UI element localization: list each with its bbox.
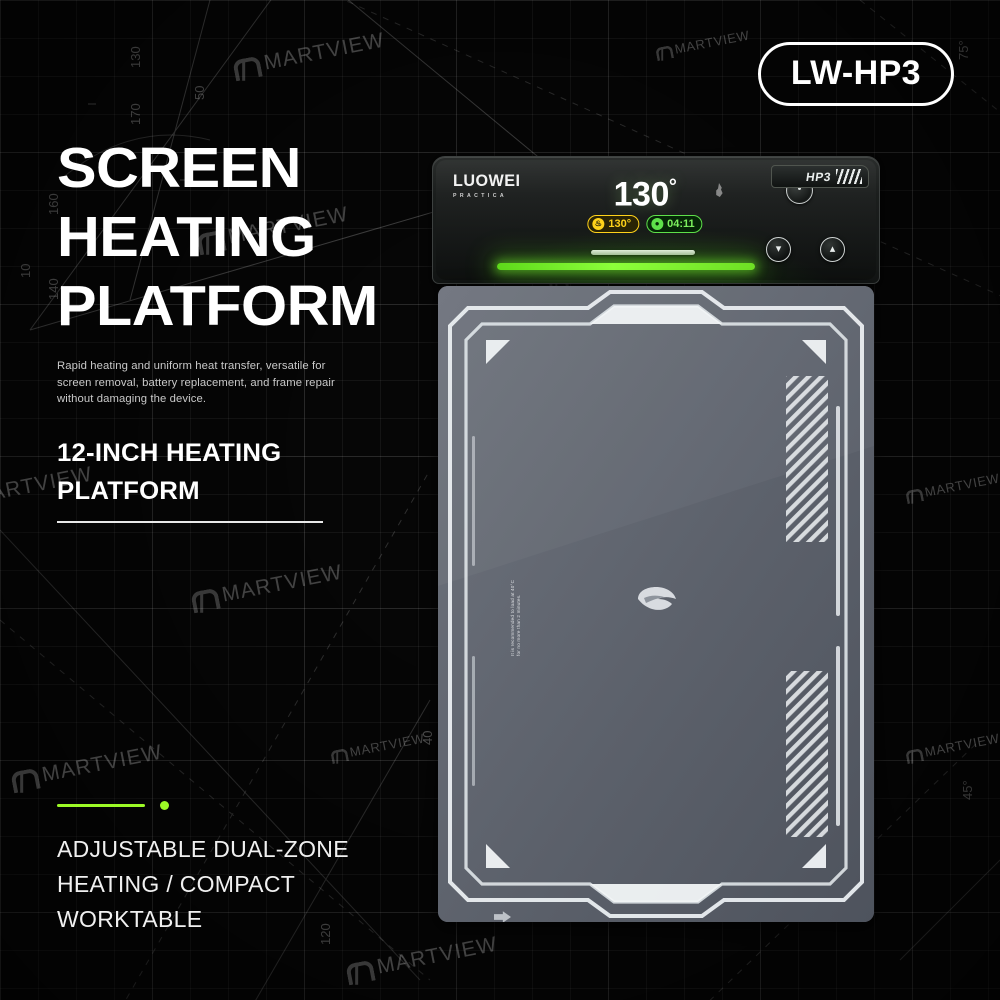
heating-platform-surface: It is recommended to load at 40°C for no…: [438, 286, 874, 922]
target-temperature-value: 130°: [608, 217, 632, 230]
accent-marker: [57, 800, 177, 812]
product-model-badge: LW-HP3: [757, 42, 954, 106]
brand-logo: LUOWEI PRACTICA: [453, 171, 524, 199]
led-indicator-bar: [497, 263, 755, 270]
timer-badge: ● 04:11: [646, 215, 703, 233]
brand-tagline: PRACTICA: [453, 193, 508, 199]
status-pills: ♨ 130° ● 04:11: [587, 215, 703, 233]
temperature-value: 130: [613, 175, 670, 214]
heat-icon: [716, 183, 723, 197]
subheading-divider: [57, 521, 323, 523]
panel-slot: [591, 250, 695, 255]
temperature-down-button[interactable]: ▾: [766, 237, 791, 262]
subheading-line-1: 12-INCH HEATING: [57, 439, 282, 467]
accent-dot: [160, 801, 169, 810]
center-emblem-icon: [638, 587, 676, 610]
platform-warning-text: It is recommended to load at 40°C for no…: [510, 552, 523, 656]
feature-caption-line-2: HEATING / COMPACT: [57, 871, 296, 897]
direction-markers: [494, 911, 511, 922]
feature-caption: ADJUSTABLE DUAL-ZONE HEATING / COMPACT W…: [57, 832, 387, 937]
temperature-readout: 130°: [433, 177, 879, 211]
subheading: 12-INCH HEATING PLATFORM: [57, 434, 376, 510]
left-copy-column: SCREEN HEATING PLATFORM Rapid heating an…: [0, 0, 440, 1000]
thermometer-icon: ♨: [592, 218, 605, 230]
accent-line: [57, 804, 145, 807]
target-temperature-badge: ♨ 130°: [587, 215, 640, 233]
headline-line-1: SCREEN: [57, 136, 301, 200]
warning-line-2: for no more than 2 minutes.: [516, 594, 522, 656]
arrow-marker-icon: [494, 911, 511, 922]
subheading-line-2: PLATFORM: [57, 477, 200, 505]
brand-name: LUOWEI: [453, 171, 521, 190]
page-title: SCREEN HEATING PLATFORM: [57, 134, 378, 341]
headline-line-2: HEATING: [57, 205, 316, 269]
degree-symbol: °: [668, 176, 677, 198]
headline-line-3: PLATFORM: [57, 274, 378, 338]
temperature-up-button[interactable]: ▴: [820, 237, 845, 262]
clock-icon: ●: [651, 218, 664, 230]
product-device: LUOWEI PRACTICA 130° ♨ 130° ● 04:11 HP3 …: [432, 156, 880, 922]
stripes-decoration: [836, 169, 862, 184]
control-panel: LUOWEI PRACTICA 130° ♨ 130° ● 04:11 HP3 …: [432, 156, 880, 284]
description-paragraph: Rapid heating and uniform heat transfer,…: [57, 360, 335, 405]
feature-caption-line-1: ADJUSTABLE DUAL-ZONE: [57, 836, 349, 862]
timer-value: 04:11: [667, 217, 695, 230]
model-tag-label: HP3: [804, 169, 832, 184]
model-tag: HP3: [771, 165, 869, 188]
feature-caption-line-3: WORKTABLE: [57, 906, 203, 932]
